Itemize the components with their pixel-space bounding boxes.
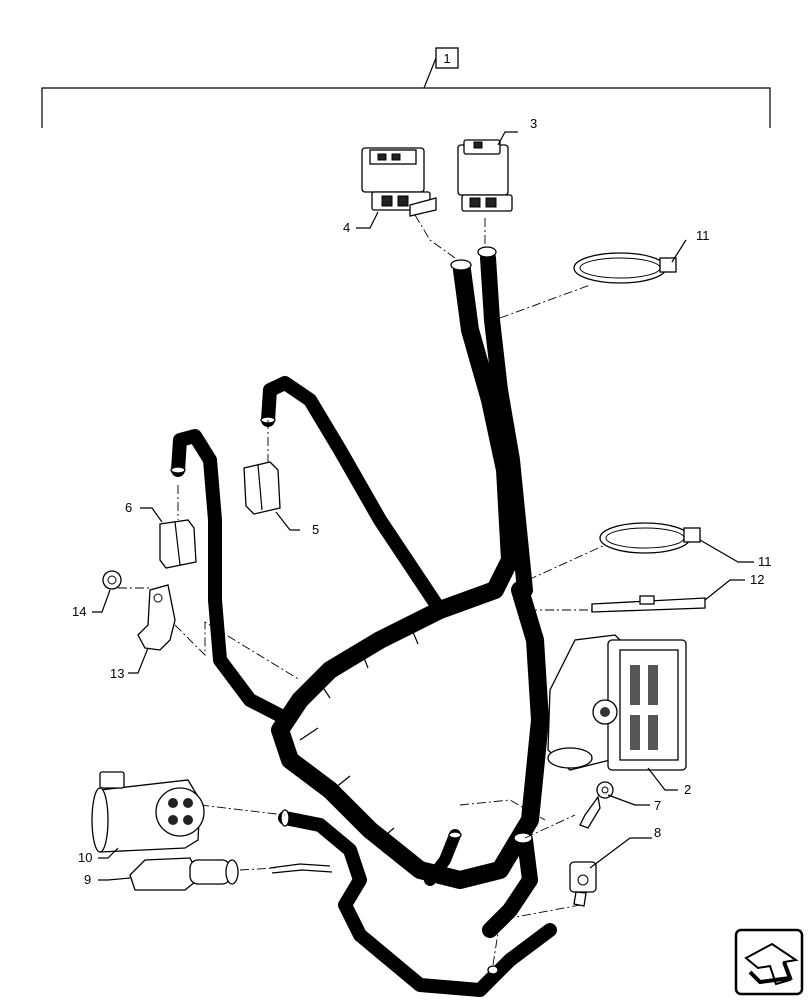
ring-terminal-7 [579,781,614,829]
callout-10: 10 [78,850,92,865]
callout-3: 3 [530,116,537,131]
assembly-ref-label: 1 [443,51,450,66]
callout-7: 7 [654,798,661,813]
assembly-ref-box [435,47,459,69]
callout-14: 14 [72,604,86,619]
cable-tie-11-mid [599,522,701,554]
connector-10 [91,771,205,853]
connector-2 [547,634,687,771]
callout-5: 5 [312,522,319,537]
connector-3 [457,139,513,212]
callout-12: 12 [750,572,764,587]
connector-9 [129,857,333,891]
callout-labels: 2 3 4 5 6 7 8 9 10 11 11 12 13 14 [72,116,772,887]
harness-trunk [170,246,557,997]
assembly-bracket: 1 [41,47,771,128]
strap-12 [591,595,706,613]
nut-14 [102,570,122,590]
next-page-arrow-icon[interactable] [734,928,804,996]
leader-lines [118,214,606,966]
cable-tie-11-top [573,252,677,284]
callout-9: 9 [84,872,91,887]
callout-4: 4 [343,220,350,235]
ring-terminal-8 [569,861,597,907]
callout-11-top: 11 [696,228,710,243]
callout-11-mid: 11 [758,554,772,569]
clip-6 [159,519,197,569]
callout-leaders [92,131,754,881]
callout-8: 8 [654,825,661,840]
callout-2: 2 [684,782,691,797]
connector-4 [361,147,437,217]
callout-6: 6 [125,500,132,515]
clip-5 [243,461,281,515]
callout-13: 13 [110,666,124,681]
p-clamp-13 [137,584,176,651]
